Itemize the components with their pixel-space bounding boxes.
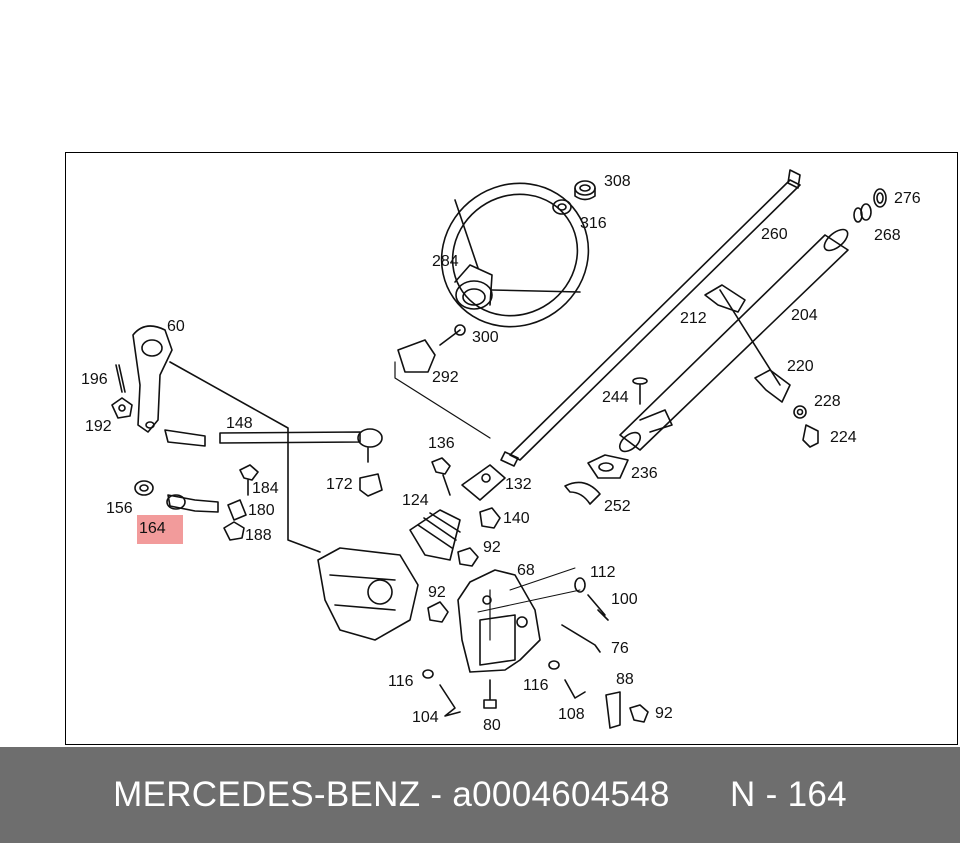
label-188[interactable]: 188 — [245, 527, 272, 544]
label-300[interactable]: 300 — [472, 329, 499, 346]
label-316[interactable]: 316 — [580, 215, 607, 232]
label-260[interactable]: 260 — [761, 226, 788, 243]
position-separator: - — [765, 775, 778, 814]
position-prefix: N — [729, 775, 756, 814]
label-80[interactable]: 80 — [483, 717, 501, 734]
label-140[interactable]: 140 — [503, 510, 530, 527]
steering-wheel-part — [440, 182, 590, 328]
position-number: 164 — [787, 775, 847, 814]
label-92-b[interactable]: 92 — [428, 584, 446, 601]
label-236[interactable]: 236 — [631, 465, 658, 482]
label-116-b[interactable]: 116 — [523, 677, 549, 694]
label-132[interactable]: 132 — [505, 476, 532, 493]
label-292[interactable]: 292 — [432, 369, 459, 386]
label-156[interactable]: 156 — [106, 500, 133, 517]
label-112[interactable]: 112 — [590, 564, 616, 581]
label-92-c[interactable]: 92 — [655, 705, 673, 722]
label-204[interactable]: 204 — [791, 307, 818, 324]
steering-gearbox-part — [317, 547, 419, 641]
label-252[interactable]: 252 — [604, 498, 631, 515]
label-276[interactable]: 276 — [894, 190, 921, 207]
label-284[interactable]: 284 — [432, 253, 459, 270]
highlighted-part-marker — [137, 515, 183, 544]
label-212[interactable]: 212 — [680, 310, 707, 327]
label-148[interactable]: 148 — [226, 415, 253, 432]
label-124[interactable]: 124 — [402, 492, 429, 509]
label-60[interactable]: 60 — [167, 318, 185, 335]
brand-separator: - — [430, 775, 443, 814]
label-108[interactable]: 108 — [558, 706, 585, 723]
label-68[interactable]: 68 — [517, 562, 535, 579]
label-76[interactable]: 76 — [611, 640, 629, 657]
label-88[interactable]: 88 — [616, 671, 634, 688]
label-228[interactable]: 228 — [814, 393, 841, 410]
label-172[interactable]: 172 — [326, 476, 353, 493]
label-184[interactable]: 184 — [252, 480, 279, 497]
label-192[interactable]: 192 — [85, 418, 112, 435]
label-100[interactable]: 100 — [611, 591, 638, 608]
label-136[interactable]: 136 — [428, 435, 455, 452]
label-220[interactable]: 220 — [787, 358, 814, 375]
label-244[interactable]: 244 — [602, 389, 629, 406]
label-92-a[interactable]: 92 — [483, 539, 501, 556]
label-116-a[interactable]: 116 — [388, 673, 414, 690]
brand-name: MERCEDES-BENZ — [113, 775, 421, 814]
label-308[interactable]: 308 — [604, 173, 631, 190]
label-180[interactable]: 180 — [248, 502, 275, 519]
label-224[interactable]: 224 — [830, 429, 857, 446]
part-number: a0004604548 — [452, 775, 670, 814]
label-104[interactable]: 104 — [412, 709, 439, 726]
part-info-banner: MERCEDES-BENZ - a0004604548 N - 164 — [0, 747, 960, 843]
pitman-arm-part — [132, 325, 173, 433]
label-164[interactable]: 164 — [139, 520, 166, 537]
label-196[interactable]: 196 — [81, 371, 108, 388]
label-268[interactable]: 268 — [874, 227, 901, 244]
